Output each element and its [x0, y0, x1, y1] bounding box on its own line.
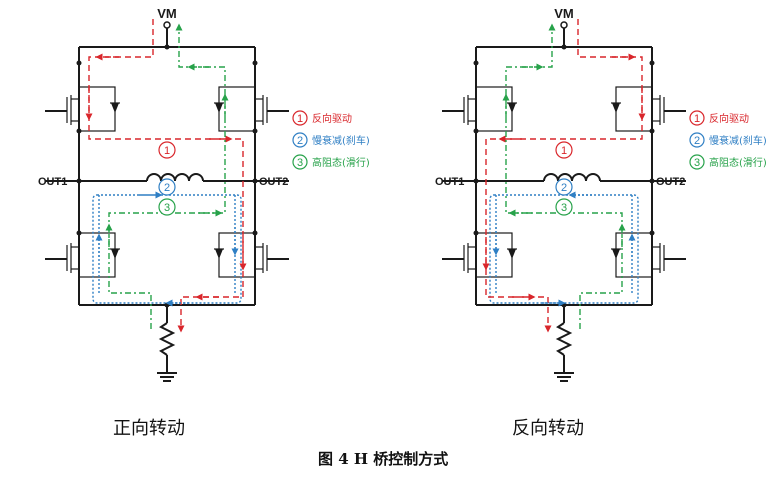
vm-label-left: VM [157, 6, 177, 21]
out2-label-left: OUT2 [259, 176, 288, 188]
legend-num-drive: 1 [297, 113, 303, 125]
svg-text:3: 3 [561, 202, 567, 214]
caption-forward: 正向转动 [113, 418, 185, 439]
legend-text-brake: 慢衰减(刹车) [709, 134, 767, 147]
legend-marker-brake [292, 132, 308, 148]
legend-text-coast: 高阻态(滑行) [709, 156, 767, 169]
svg-text:3: 3 [164, 202, 170, 214]
caption-reverse: 反向转动 [512, 418, 584, 439]
legend-text-coast: 高阻态(滑行) [312, 156, 370, 169]
legend-num-drive: 1 [694, 113, 700, 125]
legend-marker-coast [292, 154, 308, 170]
legend-right: 1 反向驱动 2 慢衰减(刹车) 3 高阻态(滑行) [689, 110, 767, 170]
svg-text:1: 1 [561, 145, 567, 157]
out2-label-right: OUT2 [656, 176, 685, 188]
legend-marker-coast [689, 154, 705, 170]
vm-label-right: VM [554, 6, 574, 21]
legend-num-brake: 2 [694, 135, 700, 147]
legend-text-brake: 慢衰减(刹车) [312, 134, 370, 147]
legend-marker-drive [689, 110, 705, 126]
out1-label-left: OUT1 [38, 176, 67, 188]
svg-text:1: 1 [164, 145, 170, 157]
legend-marker-drive [292, 110, 308, 126]
out1-label-right: OUT1 [435, 176, 464, 188]
left-h-bridge: 1 2 3 [44, 19, 290, 382]
svg-text:2: 2 [561, 182, 567, 194]
legend-text-drive: 反向驱动 [709, 112, 749, 125]
legend-left: 1 反向驱动 2 慢衰减(刹车) 3 高阻态(滑行) [292, 110, 370, 170]
legend-num-brake: 2 [297, 135, 303, 147]
legend-text-drive: 反向驱动 [312, 112, 352, 125]
figure-title: 图 4 H 桥控制方式 [318, 450, 449, 468]
legend-num-coast: 3 [297, 157, 303, 169]
right-h-bridge: 1 2 3 [441, 19, 687, 382]
legend-marker-brake [689, 132, 705, 148]
svg-text:2: 2 [164, 182, 170, 194]
legend-num-coast: 3 [694, 157, 700, 169]
